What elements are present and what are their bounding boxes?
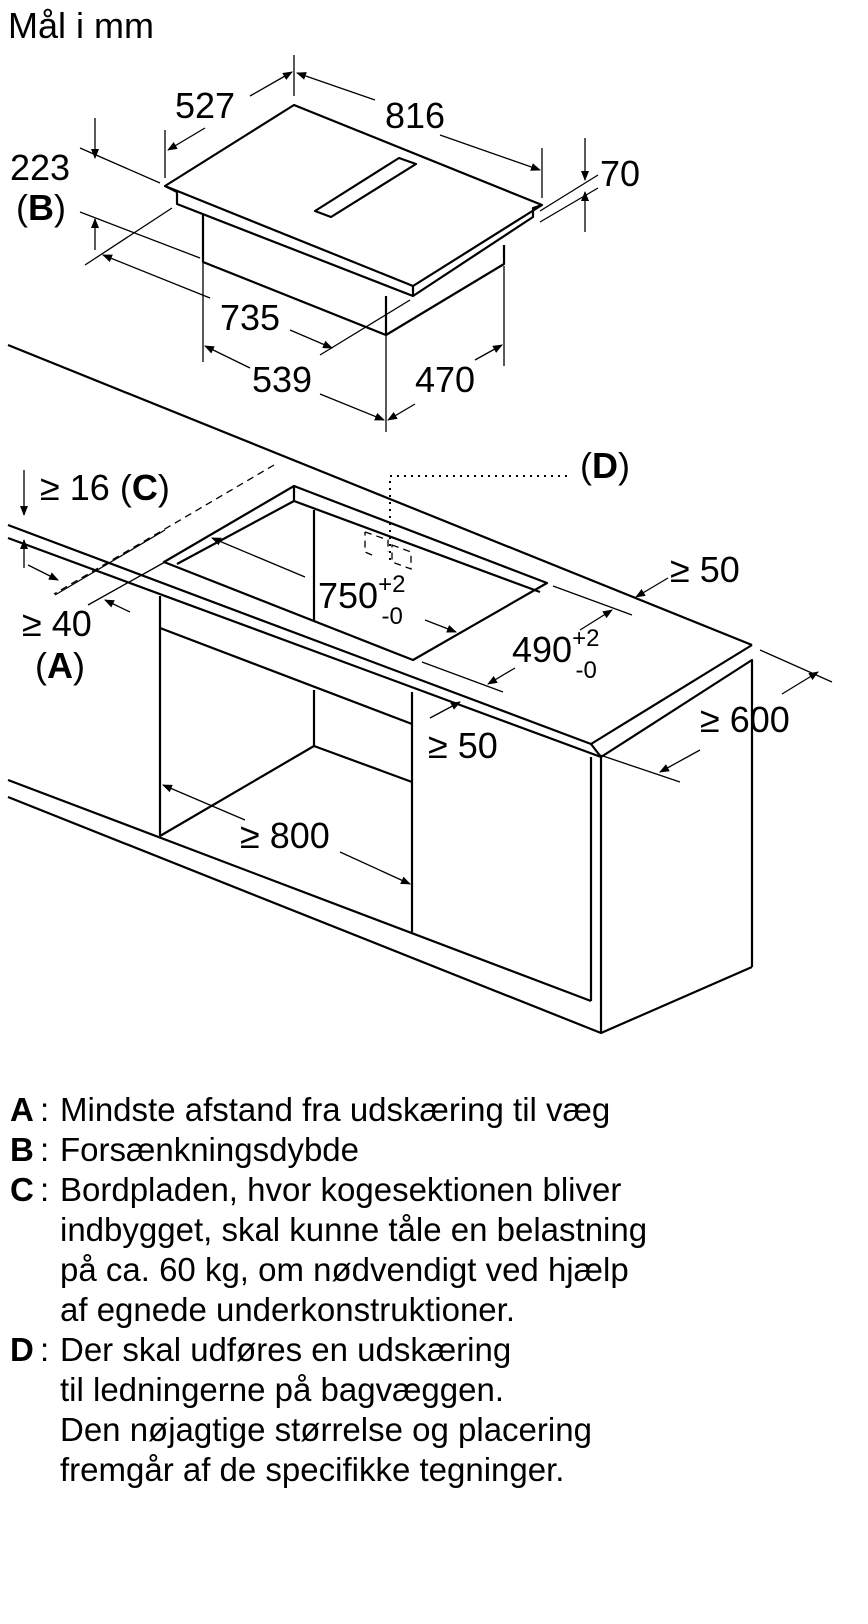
label-539: 539	[252, 359, 312, 400]
dim-body-depth-539: 539	[202, 262, 387, 432]
cable-cutout-leader	[389, 475, 570, 560]
svg-text:(A): (A)	[35, 645, 85, 686]
svg-text:≥ 40: ≥ 40	[22, 603, 92, 644]
dim-front-distance: ≥ 50	[428, 701, 498, 766]
cabinet-drawing	[7, 343, 754, 1035]
label-70: 70	[600, 153, 640, 194]
label-735: 735	[220, 297, 280, 338]
label-470: 470	[415, 359, 475, 400]
dim-body-width-735: 735	[84, 207, 411, 356]
label-527: 527	[175, 85, 235, 126]
cable-cutout-outline	[364, 531, 412, 570]
dim-back-distance: ≥ 50	[635, 549, 740, 598]
svg-text:≥ 16 (C): ≥ 16 (C)	[40, 467, 170, 508]
dim-depth-527: 527	[164, 55, 295, 178]
legend-item-b: B: Forsænkningsdybde	[10, 1131, 359, 1168]
dim-thickness-70: 70	[539, 138, 640, 232]
svg-text:≥ 600: ≥ 600	[700, 699, 790, 740]
worktop-centre-line	[53, 464, 275, 595]
dim-height-223: 223 (B)	[10, 118, 201, 259]
hob-downdraft-slot	[313, 156, 418, 219]
dim-worktop-depth-600: ≥ 600	[599, 649, 833, 783]
dim-cutout-width-750: 750+2-0	[211, 537, 457, 633]
dim-worktop-thickness: ≥ 16 (C)	[20, 467, 170, 568]
svg-text:490+2-0: 490+2-0	[512, 625, 599, 684]
worktop-front-edge	[7, 523, 592, 746]
svg-text:750+2-0: 750+2-0	[318, 571, 405, 630]
label-816: 816	[385, 95, 445, 136]
svg-text:≥ 50: ≥ 50	[428, 725, 498, 766]
legend: A: Mindste afstand fra udskæring til væg…	[10, 1090, 647, 1490]
hob-top-surface	[163, 103, 544, 288]
worktop-cutout	[162, 484, 549, 662]
dim-cutout-depth-490: 490+2-0	[421, 585, 633, 693]
dim-wall-distance: ≥ 40 (A)	[22, 529, 166, 686]
dim-body-depth-470: 470	[387, 266, 505, 421]
label-ref-d: (D)	[580, 445, 630, 486]
legend-item-a: A: Mindste afstand fra udskæring til væg	[10, 1091, 611, 1128]
units-title: Mål i mm	[8, 5, 154, 46]
dim-cabinet-width-800: ≥ 800	[162, 784, 411, 885]
worktop-back-edge	[7, 343, 753, 647]
installation-diagram: Mål i mm 527 816 70 223 (B)	[7, 5, 833, 1035]
dim-width-816: 816	[296, 72, 543, 198]
label-ref-b: (B)	[16, 187, 66, 228]
legend-item-c: C: Bordpladen, hvor kogesektionen bliver…	[10, 1171, 648, 1328]
label-223: 223	[10, 147, 70, 188]
svg-text:≥ 800: ≥ 800	[240, 815, 330, 856]
plinth-line	[7, 778, 592, 1003]
legend-item-d: D: Der skal udføres en udskæring til led…	[10, 1331, 592, 1488]
svg-text:≥ 50: ≥ 50	[670, 549, 740, 590]
